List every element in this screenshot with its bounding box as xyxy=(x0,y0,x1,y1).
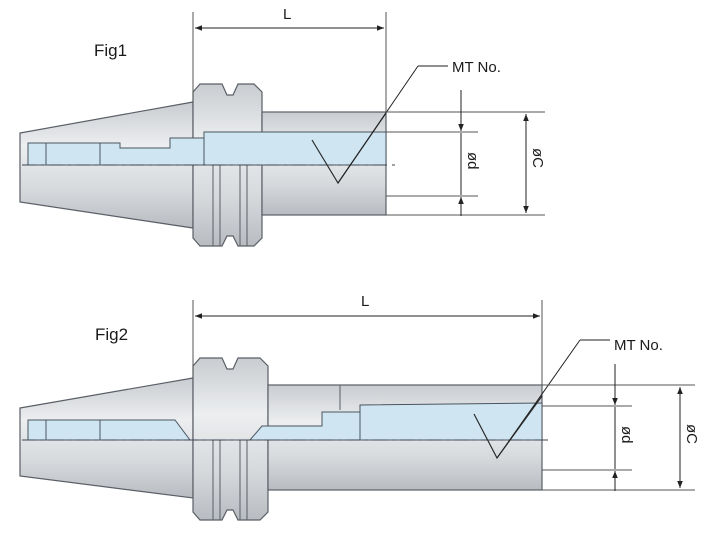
fig2-d-label: ød xyxy=(618,426,635,444)
fig2-flange xyxy=(192,357,269,521)
fig2-label: Fig2 xyxy=(95,325,128,344)
fig2-taper-label: MT No. xyxy=(614,337,663,354)
fig1-taper-label: MT No. xyxy=(452,59,501,76)
fig2-length-label: L xyxy=(361,293,369,310)
fig2-c-label: øC xyxy=(683,424,700,444)
fig2-drawing: Fig2 L MT No. ød øC xyxy=(19,293,700,521)
fig1-label: Fig1 xyxy=(94,41,127,60)
fig1-c-label: øC xyxy=(529,148,546,168)
fig1-length-label: L xyxy=(283,6,291,23)
fig1-drawing: Fig1 L MT No. ød øC xyxy=(19,6,546,247)
fig1-d-label: ød xyxy=(464,152,481,170)
